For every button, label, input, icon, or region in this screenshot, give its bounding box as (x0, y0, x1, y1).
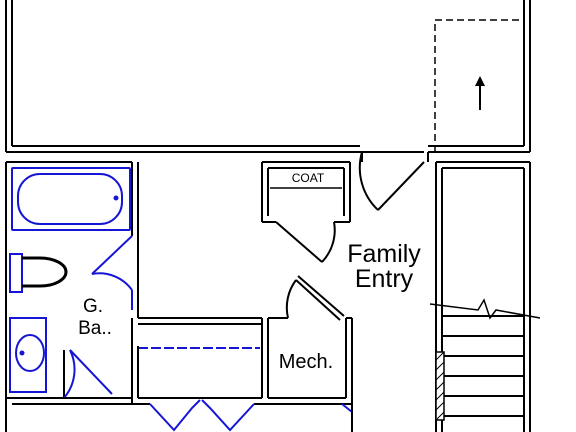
bath-label-line2: Ba.. (78, 318, 112, 339)
coat-label: COAT (292, 171, 325, 185)
mech-room (138, 275, 353, 404)
mech-label: Mech. (279, 351, 333, 373)
toilet (9, 253, 68, 293)
coat-closet (261, 161, 351, 263)
bathtub (11, 167, 131, 231)
bath-label-line1: G. (83, 296, 103, 317)
closet-shelf (137, 346, 260, 398)
up-arrow-icon (475, 76, 485, 110)
bifold-doors (132, 397, 353, 432)
stair (429, 298, 541, 421)
family-entry-label-line1: Family (347, 240, 421, 268)
right-wall (435, 161, 531, 432)
sink (9, 317, 47, 393)
upper-room-walls (5, 0, 531, 153)
entry-door (358, 151, 429, 211)
bath-walls (6, 162, 139, 405)
left-wall (5, 161, 132, 432)
family-entry-label-line2: Entry (355, 265, 414, 293)
dashed-outline (434, 19, 524, 152)
